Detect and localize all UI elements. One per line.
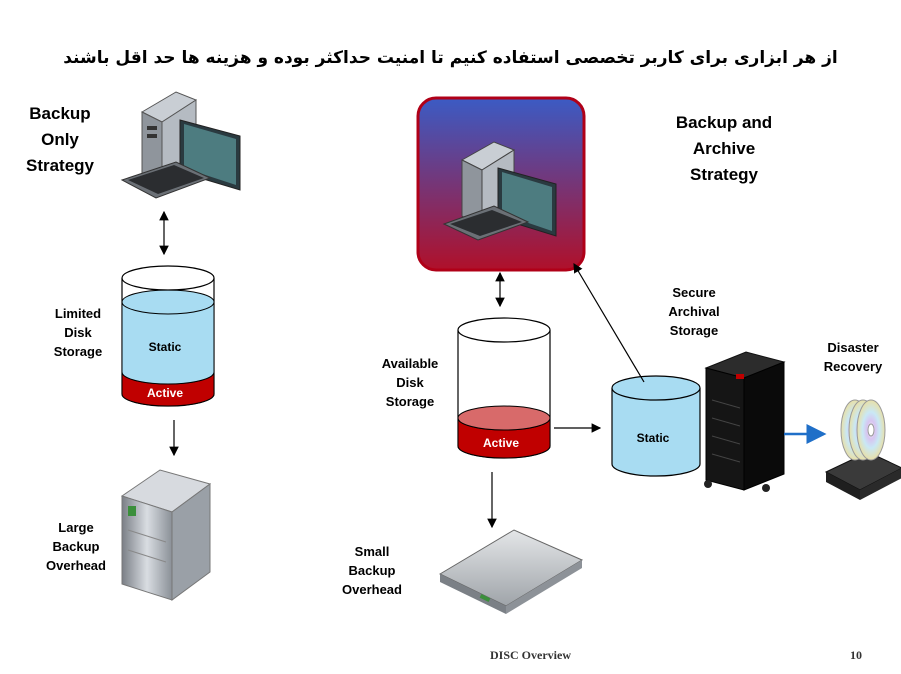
cyl-active-text-right: Active bbox=[483, 436, 519, 450]
small-backup-overhead-label: Small Backup Overhead bbox=[342, 544, 402, 597]
secure-archival-storage-label: Secure Archival Storage bbox=[668, 285, 720, 338]
available-disk-cylinder: Active bbox=[457, 317, 551, 459]
limited-disk-cylinder: Static Active bbox=[121, 265, 215, 407]
available-disk-storage-label: Available Disk Storage bbox=[381, 356, 439, 409]
server-tower-icon bbox=[120, 469, 212, 601]
archival-server-icon bbox=[704, 351, 786, 492]
large-backup-overhead-label: Large Backup Overhead bbox=[46, 520, 106, 573]
backup-archive-panel bbox=[416, 96, 586, 272]
arrow-archive-to-panel bbox=[573, 262, 645, 383]
computer-icon bbox=[120, 91, 241, 199]
backup-archive-strategy-label: Backup and Archive Strategy bbox=[675, 113, 773, 184]
page-number: 10 bbox=[850, 648, 862, 662]
footer-title: DISC Overview bbox=[490, 648, 571, 662]
disaster-recovery-label: Disaster Recovery bbox=[823, 340, 883, 374]
backup-only-strategy-label: Backup Only Strategy bbox=[25, 104, 95, 175]
archive-static-cylinder: Static bbox=[611, 375, 701, 477]
cd-drive-icon bbox=[824, 399, 901, 500]
limited-disk-storage-label: Limited Disk Storage bbox=[53, 306, 103, 359]
cyl-active-text: Active bbox=[147, 386, 183, 400]
cyl-static-text: Static bbox=[149, 340, 182, 354]
small-drive-icon bbox=[438, 529, 584, 614]
archive-static-text: Static bbox=[637, 431, 670, 445]
slide-title: از هر ابزاری برای کاربر تخصصی استفاده کن… bbox=[63, 48, 838, 68]
